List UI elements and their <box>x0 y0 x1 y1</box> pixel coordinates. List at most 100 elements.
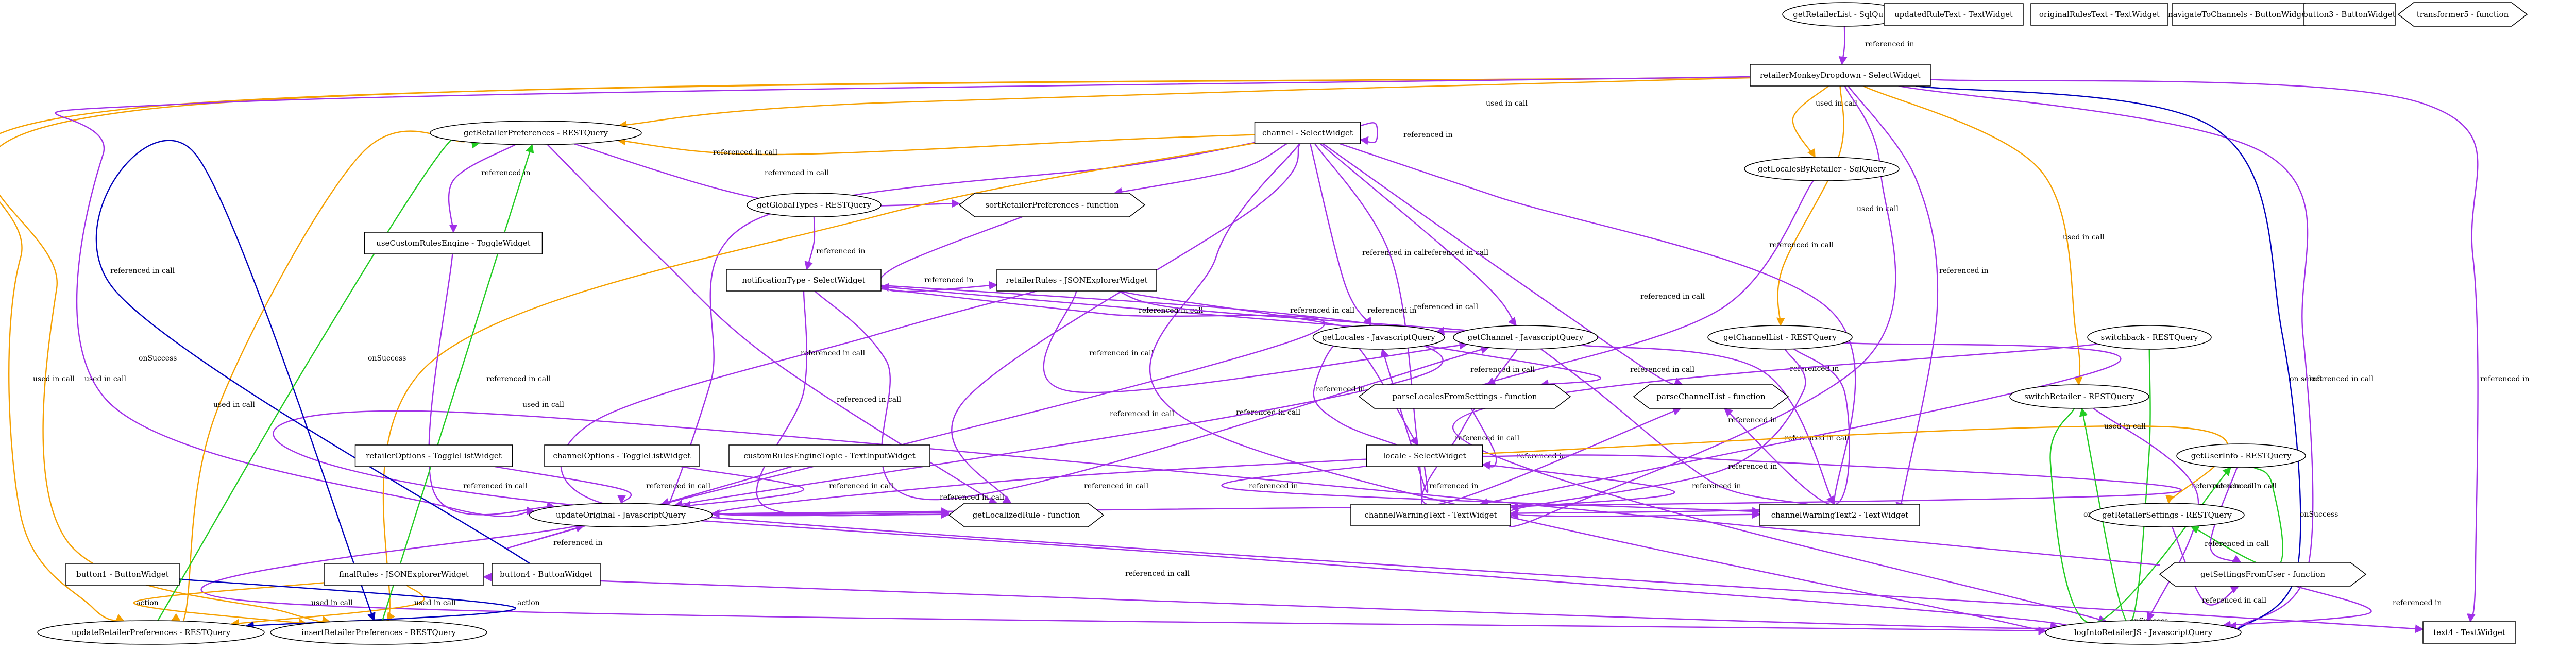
edge-label: referenced in call <box>2309 375 2374 383</box>
node-shape-box <box>996 269 1157 292</box>
node-label: getRetailerSettings - RESTQuery <box>2102 510 2232 520</box>
edge-line <box>1848 85 1939 520</box>
node-shape-ellipse <box>270 620 487 645</box>
edge-line <box>710 454 2182 518</box>
edge-notificationType-to-getChannel: referenced in call <box>814 290 1490 502</box>
edge-getSettingsFromUser-to-logIntoRetailerJS <box>2222 585 2372 629</box>
edge-line <box>660 142 1255 512</box>
edge-line <box>1507 85 1896 527</box>
node-retailerOptions: retailerOptions - ToggleListWidget <box>354 444 513 467</box>
edge-label: referenced in call <box>1640 293 1705 301</box>
edge-line <box>483 520 2071 629</box>
edge-locale-to-updateOriginal: referenced in call <box>710 454 2257 518</box>
node-shape-hexagon <box>948 503 1105 527</box>
node-shape-ellipse <box>2045 620 2242 645</box>
edge-line <box>2190 467 2284 568</box>
edge-getChannelList-to-channelWarningText2: referenced in <box>1509 349 1806 519</box>
edge-line <box>2171 526 2240 606</box>
edge-label: used in call <box>311 599 353 607</box>
edge-line <box>2093 407 2199 622</box>
edge-label: referenced in call <box>2202 596 2267 605</box>
edge-line <box>171 130 465 631</box>
edge-label: used in call <box>213 401 256 409</box>
edge-line <box>1916 85 2301 637</box>
node-getRetailerPreferences: getRetailerPreferences - RESTQuery <box>430 121 642 145</box>
node-retailerMonkeyDropdown: retailerMonkeyDropdown - SelectWidget <box>1750 64 1931 87</box>
edge-line <box>673 290 1444 509</box>
edge-line <box>2209 467 2242 563</box>
edge-line <box>2079 349 2151 624</box>
edge-retailerMonkeyDropdown-to-getChannelList: used in call <box>1776 85 1899 327</box>
node-shape-box <box>1884 3 2024 26</box>
edge-label: referenced in call <box>2205 540 2269 548</box>
node-shape-ellipse <box>747 193 882 217</box>
edge-getUserInfo-to-getSettingsFromUser: referenced in call <box>2205 467 2269 563</box>
edge-getLocales-to-parseLocalesFromSettings: referenced in call <box>1425 345 1695 388</box>
edge-label: referenced in call <box>837 396 902 404</box>
node-getChannelList: getChannelList - RESTQuery <box>1707 325 1853 350</box>
edge-button4-to-insertRetailerPreferences: action <box>95 140 540 622</box>
node-label: button3 - ButtonWidget <box>2303 10 2396 19</box>
edge-label: referenced in <box>1249 482 1298 490</box>
node-label: channelWarningText - TextWidget <box>1364 510 1497 520</box>
edge-line <box>1310 143 1372 327</box>
node-label: parseChannelList - function <box>1656 392 1766 401</box>
edge-channel-to-getLocalizedRule: referenced in call <box>951 143 1301 511</box>
node-text4: text4 - TextWidget <box>2422 621 2516 644</box>
edge-updateRetailerPreferences-to-getRetailerPreferences: onSuccess <box>139 131 481 621</box>
node-shape-ellipse <box>2089 503 2245 527</box>
edge-label: referenced in call <box>2192 482 2257 490</box>
edge-updateOriginal-to-logIntoRetailerJS: referenced in call <box>200 525 2047 636</box>
node-getSettingsFromUser: getSettingsFromUser - function <box>2159 562 2367 587</box>
node-originalRulesText: originalRulesText - TextWidget <box>2030 3 2168 26</box>
node-shape-hexagon <box>958 193 1146 217</box>
edge-getUserInfo-to-getRetailerSettings: onSuccess <box>2190 467 2338 568</box>
edge-label: onSuccess <box>2300 510 2338 519</box>
edge-finalRules-to-insertRetailerPreferences: used in call <box>133 582 456 627</box>
node-label: retailerOptions - ToggleListWidget <box>366 451 502 460</box>
edge-getChannelList-to-channelWarningText <box>1479 342 2122 507</box>
edge-finalRules-to-updateRetailerPreferences: used in call <box>230 585 425 628</box>
edge-label: referenced in <box>553 539 602 547</box>
node-label: button1 - ButtonWidget <box>76 570 169 579</box>
edge-channel-to-getLocales: referenced in call <box>1310 143 1427 327</box>
node-transformer5: transformer5 - function <box>2397 2 2528 27</box>
node-notificationType: notificationType - SelectWidget <box>726 269 882 292</box>
edge-label: used in call <box>1816 99 1858 108</box>
edge-label: referenced in call <box>1110 410 1175 418</box>
edge-label: used in call <box>2104 422 2146 431</box>
edge-line <box>1479 342 2122 507</box>
edge-retailerOptions-to-updateOriginal: referenced in call <box>463 466 632 504</box>
edge-label: used in call <box>414 599 456 607</box>
node-shape-box <box>2422 621 2516 644</box>
edge-line <box>95 140 530 622</box>
node-channelWarningText: channelWarningText - TextWidget <box>1350 504 1511 526</box>
edge-line <box>1776 85 1844 327</box>
node-label: insertRetailerPreferences - RESTQuery <box>301 628 456 637</box>
node-label: switchback - RESTQuery <box>2100 333 2198 342</box>
node-label: getLocalizedRule - function <box>973 510 1080 520</box>
edge-label: referenced in <box>2393 599 2442 607</box>
node-parseChannelList: parseChannelList - function <box>1633 384 1789 409</box>
edge-notificationType-to-updateOriginal: referenced in call <box>660 288 1326 507</box>
edge-label: used in call <box>1486 99 1528 108</box>
node-label: text4 - TextWidget <box>2433 628 2505 637</box>
edge-label: referenced in <box>1429 482 1478 490</box>
edge-line <box>494 466 632 504</box>
edge-label: referenced in call <box>1290 306 1355 315</box>
node-logIntoRetailerJS: logIntoRetailerJS - JavascriptQuery <box>2045 620 2242 645</box>
edge-label: referenced in call <box>1089 349 1154 357</box>
edge-label: referenced in call <box>2212 482 2277 490</box>
node-channelWarningText2: channelWarningText2 - TextWidget <box>1759 504 1920 526</box>
edge-line <box>1043 290 1468 393</box>
edge-line <box>157 131 481 621</box>
edge-line <box>1470 408 1497 470</box>
edge-line <box>1359 122 1378 145</box>
edge-line <box>448 144 516 233</box>
node-label: updateOriginal - JavascriptQuery <box>556 510 686 520</box>
edge-label: referenced in call <box>463 482 528 490</box>
node-locale: locale - SelectWidget <box>1366 444 1483 467</box>
edge-getRetailerPreferences-to-updateRetailerPreferences: used in call <box>171 130 465 631</box>
edge-retailerMonkeyDropdown-to-switchRetailer: used in call <box>1862 85 2105 386</box>
